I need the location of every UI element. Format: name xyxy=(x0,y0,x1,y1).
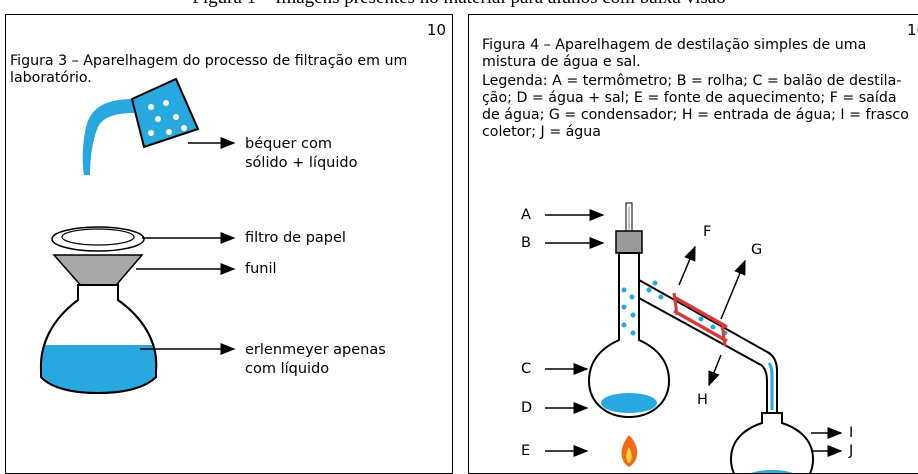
figure-4-caption-line2: mistura de água e sal. xyxy=(482,54,641,70)
label-D: D xyxy=(521,400,533,416)
page-number: 16 xyxy=(907,21,918,39)
label-C: C xyxy=(521,361,532,377)
label-beaker-line2: sólido + líquido xyxy=(245,155,358,171)
page-number: 10 xyxy=(426,21,446,39)
thermometer xyxy=(625,202,633,234)
legend-line4: coletor; J = água xyxy=(482,124,601,140)
condenser xyxy=(672,292,728,347)
legend-line3: de água; G = condensador; H = entrada de… xyxy=(482,107,909,123)
filter-paper xyxy=(51,226,145,252)
filtration-diagram xyxy=(39,77,236,395)
distillation-figure-panel: 16 Figura 4 – Aparelhagem de destilação … xyxy=(468,14,918,474)
figure-caption: Figura 1 – Imagens presentes no material… xyxy=(0,0,918,9)
legend-line1: Legenda: A = termômetro; B = rolha; C = … xyxy=(482,73,902,89)
distillate-drip xyxy=(767,362,774,410)
label-beaker-line1: béquer com xyxy=(245,136,332,152)
legend-line2: ção; D = água + sal; E = fonte de aqueci… xyxy=(482,90,897,106)
label-G: G xyxy=(751,242,763,258)
label-funnel: funil xyxy=(245,261,277,277)
distillation-diagram xyxy=(545,202,843,473)
figure-4-caption-line1: Figura 4 – Aparelhagem de destilação sim… xyxy=(482,37,867,53)
label-H: H xyxy=(697,392,708,408)
erlenmeyer-flask xyxy=(39,284,158,395)
filtration-figure-panel: 10 Figura 3 – Aparelhagem do processo de… xyxy=(5,14,453,474)
label-flask-line1: erlenmeyer apenas xyxy=(245,342,386,358)
label-A: A xyxy=(521,207,531,223)
figure-3-caption-line1: Figura 3 – Aparelhagem do processo de fi… xyxy=(10,53,408,69)
label-B: B xyxy=(521,235,531,251)
stopper xyxy=(615,230,643,254)
label-filter: filtro de papel xyxy=(245,230,346,246)
collecting-flask xyxy=(729,412,815,473)
figure-3-caption-line2: laboratório. xyxy=(10,70,92,86)
label-flask-line2: com líquido xyxy=(245,361,330,377)
label-E: E xyxy=(521,443,531,459)
label-I: I xyxy=(849,425,854,441)
pouring-liquid-stream xyxy=(82,99,134,175)
beaker xyxy=(130,77,200,149)
label-J: J xyxy=(849,443,854,459)
label-F: F xyxy=(703,224,712,240)
distillation-flask xyxy=(587,252,778,419)
flame-icon xyxy=(621,435,638,467)
